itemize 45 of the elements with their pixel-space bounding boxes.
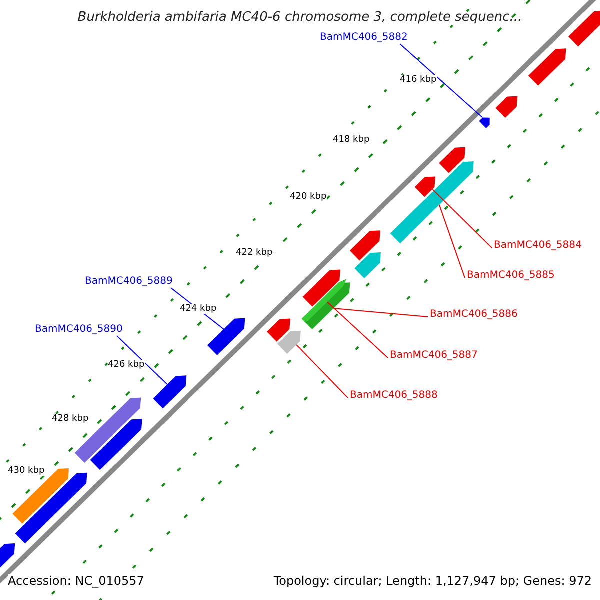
gene-label: BamMC406_5885 [467, 270, 555, 281]
gene-label: BamMC406_5887 [390, 350, 478, 361]
gene-feature [354, 252, 381, 278]
leader-line [296, 344, 348, 398]
gene-feature [90, 419, 142, 470]
scale-label: 416 kbp [400, 75, 437, 85]
title: Burkholderia ambifaria MC40-6 chromosome 3, complete sequenc... [76, 10, 524, 25]
gene-label: BamMC406_5889 [85, 276, 173, 287]
gene-feature [153, 376, 187, 409]
footer-text: Topology: circular; Length: 1,127,947 bp; Genes: 972 [274, 574, 592, 588]
leader-line [333, 308, 428, 318]
gene-feature [479, 118, 490, 128]
gene-label: BamMC406_5888 [350, 390, 438, 401]
gene-feature [414, 176, 436, 198]
gene-feature [277, 330, 301, 354]
leader-line [400, 44, 484, 118]
gene-feature [74, 398, 142, 463]
gene-feature [439, 147, 466, 174]
scale-label: 430 kbp [8, 466, 45, 476]
gene-feature [496, 96, 518, 118]
gene-feature [302, 279, 347, 324]
scale-label: 418 kbp [333, 135, 370, 145]
footer-text: Accession: NC_010557 [8, 574, 144, 588]
scale-label: 420 kbp [290, 192, 327, 202]
leader-line [116, 336, 168, 386]
gene-feature [568, 10, 600, 47]
leader-line [326, 302, 388, 358]
gene-feature [15, 528, 30, 544]
gene-feature [207, 318, 246, 356]
gene-feature [267, 318, 290, 342]
scale-label: 422 kbp [236, 248, 273, 258]
gene-feature [0, 544, 16, 570]
gene-feature [390, 162, 474, 244]
gene-feature [302, 270, 340, 307]
leader-line [438, 204, 466, 278]
gene-feature [350, 230, 380, 261]
gene-feature [528, 48, 566, 86]
gene-label: BamMC406_5882 [320, 32, 408, 43]
leader-line [432, 188, 492, 248]
gene-label: BamMC406_5884 [494, 240, 582, 251]
gene-label: BamMC406_5886 [430, 309, 518, 320]
scale-label: 428 kbp [52, 414, 89, 424]
scale-label: 426 kbp [108, 360, 145, 370]
gene-label: BamMC406_5890 [35, 324, 123, 335]
scale-label: 424 kbp [180, 304, 217, 314]
